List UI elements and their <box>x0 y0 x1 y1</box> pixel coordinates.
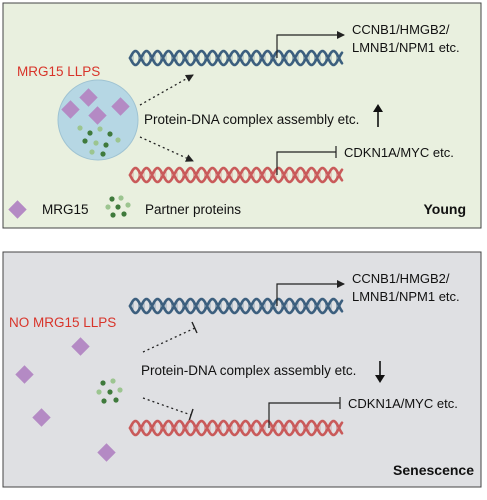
young-dna-helix-top <box>128 49 344 67</box>
senescence-repression-symbol <box>268 397 341 428</box>
mrg15-diamond <box>88 106 107 125</box>
scattered-partner-proteins <box>96 378 123 404</box>
partner-protein-dot <box>77 125 83 131</box>
partner-protein-dot <box>117 387 123 393</box>
mrg15-diamond <box>61 100 80 119</box>
partner-protein-dot <box>89 149 95 155</box>
partner-protein-dot <box>107 131 113 137</box>
dna-backbone <box>128 297 344 315</box>
droplet-partner-proteins <box>77 125 121 157</box>
mrg15-diamond <box>79 88 98 107</box>
senescence-assembly-label: Protein-DNA complex assembly etc. <box>141 363 356 378</box>
partner-protein-dot <box>110 378 116 384</box>
partner-protein-dot <box>100 151 106 157</box>
young-activation-arrow <box>276 31 345 58</box>
partner-protein-dot <box>97 126 103 132</box>
dna-backbone <box>128 166 344 184</box>
mrg15-diamond <box>15 365 34 384</box>
partner-protein-dot <box>87 130 93 136</box>
partner-protein-dot <box>103 142 109 148</box>
senescence-panel-background <box>2 251 482 488</box>
young-llps-label: MRG15 LLPS <box>17 64 100 79</box>
up-arrow-icon <box>373 104 383 127</box>
partner-protein-dot <box>100 380 106 386</box>
senescence-repressed-genes: CDKN1A/MYC etc. <box>348 396 458 411</box>
young-state-label: Young <box>423 201 466 217</box>
mrg15-diamond <box>111 97 130 116</box>
senescence-blocked-binding-top <box>142 321 198 353</box>
young-binding-arrow-top <box>139 74 194 106</box>
partner-protein-dot <box>101 398 107 404</box>
senescence-blocked-binding-bottom <box>142 397 194 422</box>
senescence-activation-arrow <box>276 280 345 306</box>
senescence-panel: NO MRG15 LLPS <box>2 251 482 488</box>
mrg15-diamond <box>97 443 116 462</box>
droplet-mrg15-group <box>61 88 130 125</box>
young-repressed-genes: CDKN1A/MYC etc. <box>344 145 454 160</box>
senescence-target-genes-line1: CCNB1/HMGB2/ <box>352 271 450 286</box>
senescence-dna-helix-top <box>128 297 344 315</box>
young-repression-symbol <box>276 146 337 175</box>
young-assembly-label: Protein-DNA complex assembly etc. <box>144 112 359 127</box>
partner-protein-dot <box>115 137 121 143</box>
partner-protein-dot <box>96 389 102 395</box>
young-target-genes-line2: LMNB1/NPM1 etc. <box>352 40 460 55</box>
senescence-state-label: Senescence <box>393 462 474 478</box>
dna-backbone <box>128 419 344 437</box>
partner-protein-dot <box>107 389 113 395</box>
partner-protein-dot <box>93 140 99 146</box>
mrg15-diamond <box>71 337 90 356</box>
mrg15-diamond <box>32 408 51 427</box>
scattered-mrg15-group <box>15 337 116 462</box>
young-dna-helix-bottom <box>128 166 344 184</box>
dna-backbone <box>128 49 344 67</box>
senescence-dna-helix-bottom <box>128 419 344 437</box>
partner-protein-dot <box>82 138 88 144</box>
legend: MRG15 Partner proteins <box>8 195 241 219</box>
mrg15-legend-icon <box>8 200 27 219</box>
young-target-genes-line1: CCNB1/HMGB2/ <box>352 22 450 37</box>
legend-mrg15-label: MRG15 <box>42 202 89 217</box>
senescence-target-genes-line2: LMNB1/NPM1 etc. <box>352 289 460 304</box>
legend-partner-label: Partner proteins <box>145 202 241 217</box>
partner-proteins-legend-icon <box>105 195 131 218</box>
young-panel: MRG15 LLPS CCNB1/HMGB2/ <box>2 2 482 229</box>
down-arrow-icon <box>375 361 385 383</box>
partner-protein-dot <box>113 397 119 403</box>
senescence-llps-label: NO MRG15 LLPS <box>9 315 116 330</box>
